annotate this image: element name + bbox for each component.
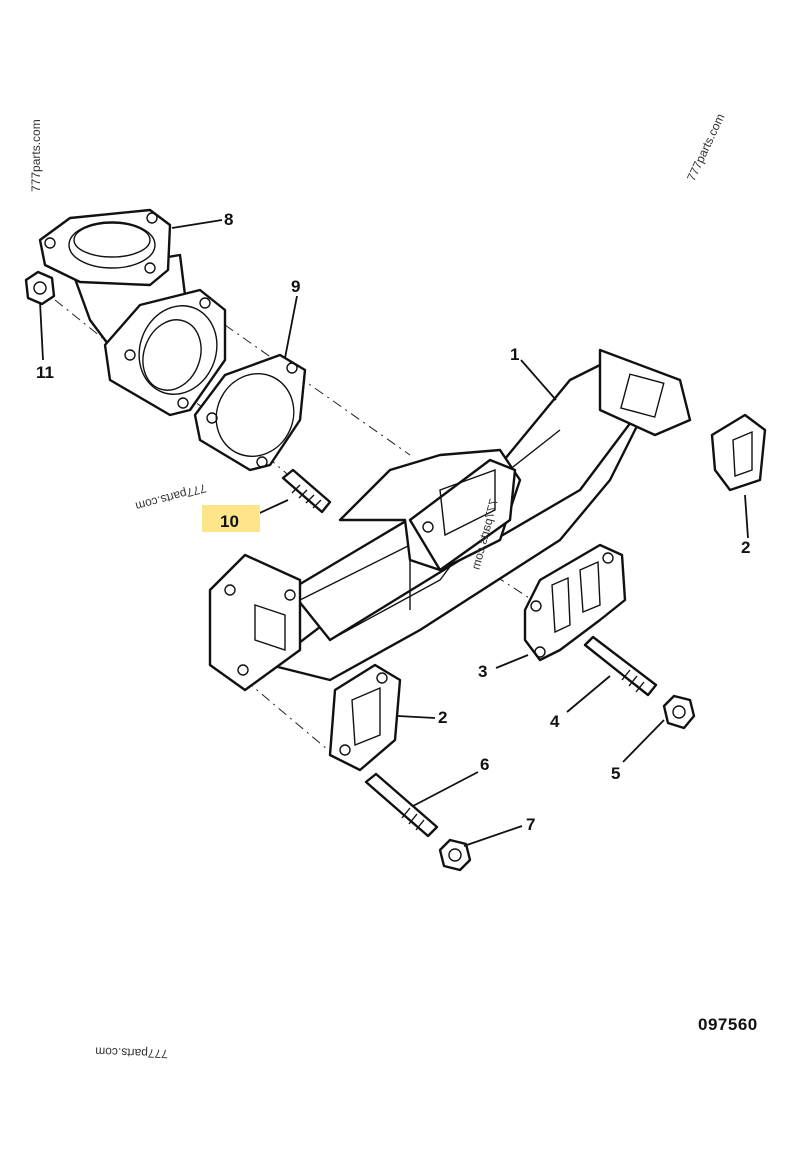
callout-10-highlight — [202, 505, 260, 532]
callout-1: 1 — [510, 345, 519, 364]
callout-2-right: 2 — [741, 538, 750, 557]
callout-6: 6 — [480, 755, 489, 774]
drawing-number: 097560 — [698, 1015, 758, 1034]
callout-10: 10 — [220, 512, 239, 531]
outlet-flange — [103, 288, 227, 417]
gasket-3 — [523, 543, 627, 662]
gasket-2-right — [710, 413, 767, 492]
stud-4 — [583, 635, 658, 697]
nut-11 — [24, 270, 56, 306]
nut-5 — [662, 694, 696, 730]
watermark-top-right: 777parts.com — [684, 111, 727, 183]
stud-6 — [364, 772, 439, 838]
callout-8: 8 — [224, 210, 233, 229]
callout-4: 4 — [550, 712, 560, 731]
callout-9: 9 — [291, 277, 300, 296]
watermark-center-left: 777parts.com — [134, 481, 208, 513]
watermark-left: 777parts.com — [29, 119, 43, 192]
watermark-bottom: 777parts.com — [95, 1044, 168, 1061]
nut-7 — [438, 838, 472, 872]
callout-labels: 8 9 1 2 2 3 4 5 6 7 11 10 — [36, 210, 750, 834]
callout-11: 11 — [36, 363, 54, 382]
outlet-gasket — [193, 353, 307, 472]
callout-5: 5 — [611, 764, 620, 783]
stud-10 — [281, 468, 332, 514]
gasket-2-lower — [328, 663, 402, 772]
callout-2-lower: 2 — [438, 708, 447, 727]
callout-7: 7 — [526, 815, 535, 834]
callout-3: 3 — [478, 662, 487, 681]
exhaust-manifold — [208, 348, 692, 692]
